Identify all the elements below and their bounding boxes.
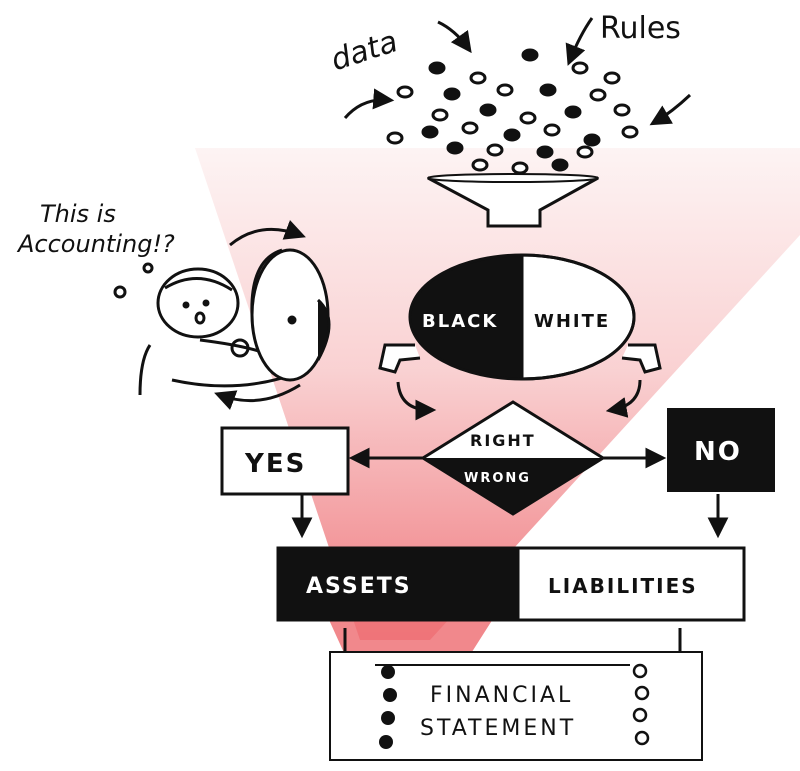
data-dot-filled bbox=[583, 133, 601, 147]
statement-line-2: STATEMENT bbox=[420, 716, 576, 741]
data-dot-open bbox=[511, 161, 529, 175]
data-dot-filled bbox=[479, 103, 497, 117]
data-dot-filled bbox=[521, 48, 539, 62]
data-dot-filled bbox=[539, 83, 557, 97]
red-funnel-background bbox=[195, 148, 800, 640]
rules-label: Rules bbox=[600, 11, 681, 46]
left-handle bbox=[378, 343, 421, 374]
yes-box bbox=[220, 426, 350, 496]
right-curve-arrow bbox=[605, 379, 642, 418]
right-input-arrow bbox=[649, 93, 692, 126]
speech-line-1: This is bbox=[40, 200, 116, 228]
data-dot-open bbox=[396, 85, 414, 99]
data-dot-open bbox=[576, 145, 594, 159]
yes-label: YES bbox=[244, 449, 306, 479]
data-arrow bbox=[437, 20, 472, 54]
financial-statement-box: FINANCIAL STATEMENT bbox=[329, 651, 703, 761]
no-label: NO bbox=[694, 437, 742, 467]
data-dot-open bbox=[386, 131, 404, 145]
wrong-label: WRONG bbox=[464, 471, 531, 486]
assets-label: ASSETS bbox=[306, 574, 412, 599]
data-dot-filled bbox=[551, 158, 569, 172]
data-dot-open bbox=[486, 143, 504, 157]
data-dot-open bbox=[496, 83, 514, 97]
data-dot-open bbox=[461, 121, 479, 135]
data-dots bbox=[386, 48, 639, 175]
funnel-rim bbox=[427, 173, 599, 183]
right-label: RIGHT bbox=[470, 431, 536, 450]
data-dot-open bbox=[519, 111, 537, 125]
black-label: BLACK bbox=[422, 311, 498, 332]
confused-person-figure bbox=[113, 262, 301, 396]
data-dot-open bbox=[469, 71, 487, 85]
door-swing-arrow bbox=[229, 220, 306, 247]
door-portal bbox=[214, 220, 331, 410]
white-label: WHITE bbox=[534, 311, 610, 332]
liabilities-cell bbox=[516, 546, 746, 622]
assets-cell bbox=[278, 548, 518, 620]
data-dot-open bbox=[543, 123, 561, 137]
data-dot-filled bbox=[443, 87, 461, 101]
data-label: data bbox=[327, 24, 402, 78]
data-dot-open bbox=[603, 71, 621, 85]
data-dot-open bbox=[621, 125, 639, 139]
data-dot-filled bbox=[564, 105, 582, 119]
data-dot-open bbox=[571, 61, 589, 75]
right-wrong-diamond: RIGHT WRONG bbox=[420, 400, 606, 516]
speech-line-2: Accounting!? bbox=[16, 230, 175, 258]
data-dot-filled bbox=[421, 125, 439, 139]
data-dot-filled bbox=[503, 128, 521, 142]
left-input-arrow bbox=[343, 88, 395, 119]
data-dot-filled bbox=[536, 145, 554, 159]
data-dot-open bbox=[613, 103, 631, 117]
data-dot-open bbox=[431, 108, 449, 122]
left-curve-arrow bbox=[396, 381, 437, 421]
ledger-bar-outline bbox=[276, 546, 746, 622]
rules-arrow bbox=[565, 17, 594, 66]
no-box bbox=[667, 408, 775, 492]
statement-line-1: FINANCIAL bbox=[430, 683, 573, 708]
liabilities-label: LIABILITIES bbox=[548, 574, 698, 598]
data-dot-filled bbox=[446, 141, 464, 155]
right-handle bbox=[621, 343, 662, 374]
door-bottom-arrow bbox=[214, 383, 301, 410]
data-dot-open bbox=[471, 158, 489, 172]
data-dot-open bbox=[589, 88, 607, 102]
black-white-disk: BLACK WHITE bbox=[408, 253, 636, 381]
data-dot-filled bbox=[428, 61, 446, 75]
